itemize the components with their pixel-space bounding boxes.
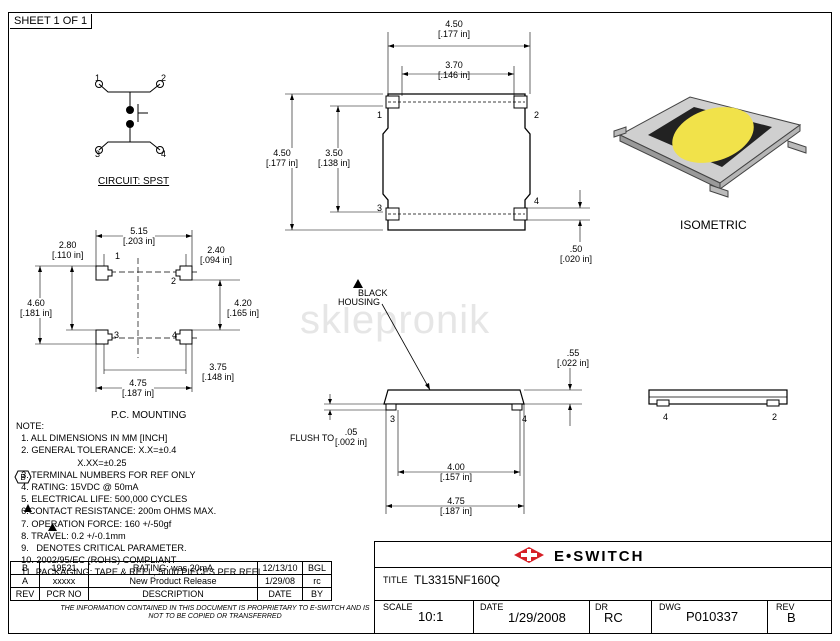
circuit-schematic — [95, 80, 164, 154]
pcb-pin-4: 4 — [172, 330, 178, 340]
note-line: 2. GENERAL TOLERANCE: X.X=±0.4 — [16, 445, 177, 456]
flush-label: FLUSH TO — [290, 433, 335, 443]
pcb-dim-a: 5.15[.203 in] — [123, 226, 156, 246]
table-row: A xxxxx New Product Release 1/29/08 rc — [10, 574, 332, 588]
dr-label: DR — [595, 602, 608, 612]
table-row: B 19521 RATING: was 20mA 12/13/10 BGL — [10, 561, 332, 575]
pcr-cell: xxxxx — [39, 574, 89, 588]
pcb-dim-e: 4.20[.165 in] — [227, 298, 260, 318]
desc-cell: New Product Release — [88, 574, 258, 588]
notes-block: NOTE: 1. ALL DIMENSIONS IN MM [INCH] 2. … — [16, 420, 266, 579]
end-view-drawing — [648, 389, 788, 407]
pcb-dim-f: 3.75[.148 in] — [202, 362, 235, 382]
schematic-pin-4: 4 — [161, 149, 167, 159]
scale-label: SCALE — [383, 602, 413, 612]
pcb-dim-d: 4.60[.181 in] — [20, 298, 53, 318]
table-header-row: REV PCR NO DESCRIPTION DATE BY — [10, 587, 332, 601]
housing-label-2: HOUSING — [338, 297, 381, 307]
rev-cell: A — [10, 574, 40, 588]
pcb-pin-3: 3 — [114, 330, 120, 340]
date-value: 1/29/2008 — [508, 610, 566, 625]
pcb-dim-g: 4.75[.187 in] — [122, 378, 155, 398]
dim-width-outer: 4.50[.177 in] — [438, 19, 471, 39]
critical-triangle-icon — [24, 504, 32, 512]
dim-height-outer: 4.50[.177 in] — [266, 148, 299, 168]
side-dim-inner: 4.00[.157 in] — [440, 462, 473, 482]
date-header: DATE — [257, 587, 303, 601]
rev-value: B — [787, 610, 796, 625]
side-pin-3: 3 — [390, 414, 396, 424]
pcb-pin-2: 2 — [171, 276, 177, 286]
note-line: NOTE: — [16, 421, 45, 431]
isometric-drawing — [613, 96, 807, 198]
sheet-number: SHEET 1 OF 1 — [10, 14, 93, 29]
note-line: 8. TRAVEL: 0.2 +/-0.1mm — [16, 530, 126, 541]
dim-terminal: .50[.020 in] — [560, 244, 593, 264]
rev-cell-title — [767, 600, 832, 634]
watermark: sklepronik — [300, 298, 491, 342]
pcb-mounting-drawing — [35, 230, 240, 392]
rev-label: REV — [776, 602, 795, 612]
side-dim-outer: 4.75[.187 in] — [440, 496, 473, 516]
scale-value: 10:1 — [418, 609, 444, 624]
dwg-value: P010337 — [686, 609, 739, 624]
note-line: 6.CONTACT RESISTANCE: 200m OHMS MAX. — [16, 506, 217, 517]
part-title: TL3315NF160Q — [414, 573, 501, 587]
note-line: 9. DENOTES CRITICAL PARAMETER. — [16, 543, 187, 554]
side-pin-4: 4 — [522, 414, 528, 424]
note-line: 3. TERMINAL NUMBERS FOR REF ONLY — [16, 469, 196, 480]
schematic-pin-1: 1 — [95, 73, 101, 83]
critical-triangle-icon — [353, 279, 363, 288]
top-pin-3: 3 — [377, 203, 383, 213]
pcr-header: PCR NO — [39, 587, 89, 601]
pcb-dim-c: 2.40[.094 in] — [200, 245, 233, 265]
date-cell: 12/13/10 — [257, 561, 303, 575]
isometric-label: ISOMETRIC — [680, 218, 747, 232]
housing-label-1: BLACK — [358, 288, 388, 298]
top-view-drawing — [285, 32, 590, 242]
end-pin-4: 4 — [663, 412, 669, 422]
note-line: 4. RATING: 15VDC @ 50mA — [16, 482, 139, 493]
title-label: TITLE — [383, 575, 408, 585]
schematic-pin-2: 2 — [161, 73, 167, 83]
critical-triangle-icon — [48, 523, 57, 531]
svg-text:B: B — [20, 473, 25, 482]
circuit-caption: CIRCUIT: SPST — [98, 176, 170, 187]
note-line: 5. ELECTRICAL LIFE: 500,000 CYCLES — [16, 494, 188, 505]
note-line: 10. 2002/95/EC (ROHS) COMPLIANT — [16, 555, 177, 566]
dim-width-inner: 3.70[.146 in] — [438, 60, 471, 80]
hexagon-rev-b-icon: B — [14, 470, 32, 484]
pcr-cell: 19521 — [39, 561, 89, 575]
side-view-drawing — [324, 303, 582, 514]
rev-header: REV — [10, 587, 40, 601]
top-pin-2: 2 — [534, 110, 540, 120]
by-header: BY — [302, 587, 332, 601]
pcb-caption: P.C. MOUNTING — [111, 410, 187, 421]
note-line: 7. OPERATION FORCE: 160 +/-50gf — [16, 518, 172, 529]
rev-cell: B — [10, 561, 40, 575]
note-line: 1. ALL DIMENSIONS IN MM [INCH] — [16, 433, 168, 444]
brand-name: E•SWITCH — [554, 548, 645, 565]
date-cell: 1/29/08 — [257, 574, 303, 588]
eswitch-logo-icon — [514, 547, 544, 563]
top-pin-4: 4 — [534, 196, 540, 206]
note-line: X.XX=±0.25 — [16, 457, 127, 468]
end-pin-2: 2 — [772, 412, 778, 422]
pcb-pin-1: 1 — [115, 251, 121, 261]
side-dim-flush: .05[.002 in] — [335, 427, 368, 447]
desc-cell: RATING: was 20mA — [88, 561, 258, 575]
dr-value: RC — [604, 610, 623, 625]
by-cell: BGL — [302, 561, 332, 575]
dwg-label: DWG — [659, 602, 681, 612]
by-cell: rc — [302, 574, 332, 588]
revision-table: B 19521 RATING: was 20mA 12/13/10 BGL A … — [10, 561, 332, 601]
proprietary-notice: THE INFORMATION CONTAINED IN THIS DOCUME… — [60, 605, 370, 620]
dim-height-inner: 3.50[.138 in] — [318, 148, 351, 168]
schematic-pin-3: 3 — [95, 149, 101, 159]
desc-header: DESCRIPTION — [88, 587, 258, 601]
side-dim-height: .55[.022 in] — [557, 348, 590, 368]
pcb-dim-b: 2.80[.110 in] — [52, 240, 84, 260]
top-pin-1: 1 — [377, 110, 383, 120]
date-label: DATE — [480, 602, 504, 612]
